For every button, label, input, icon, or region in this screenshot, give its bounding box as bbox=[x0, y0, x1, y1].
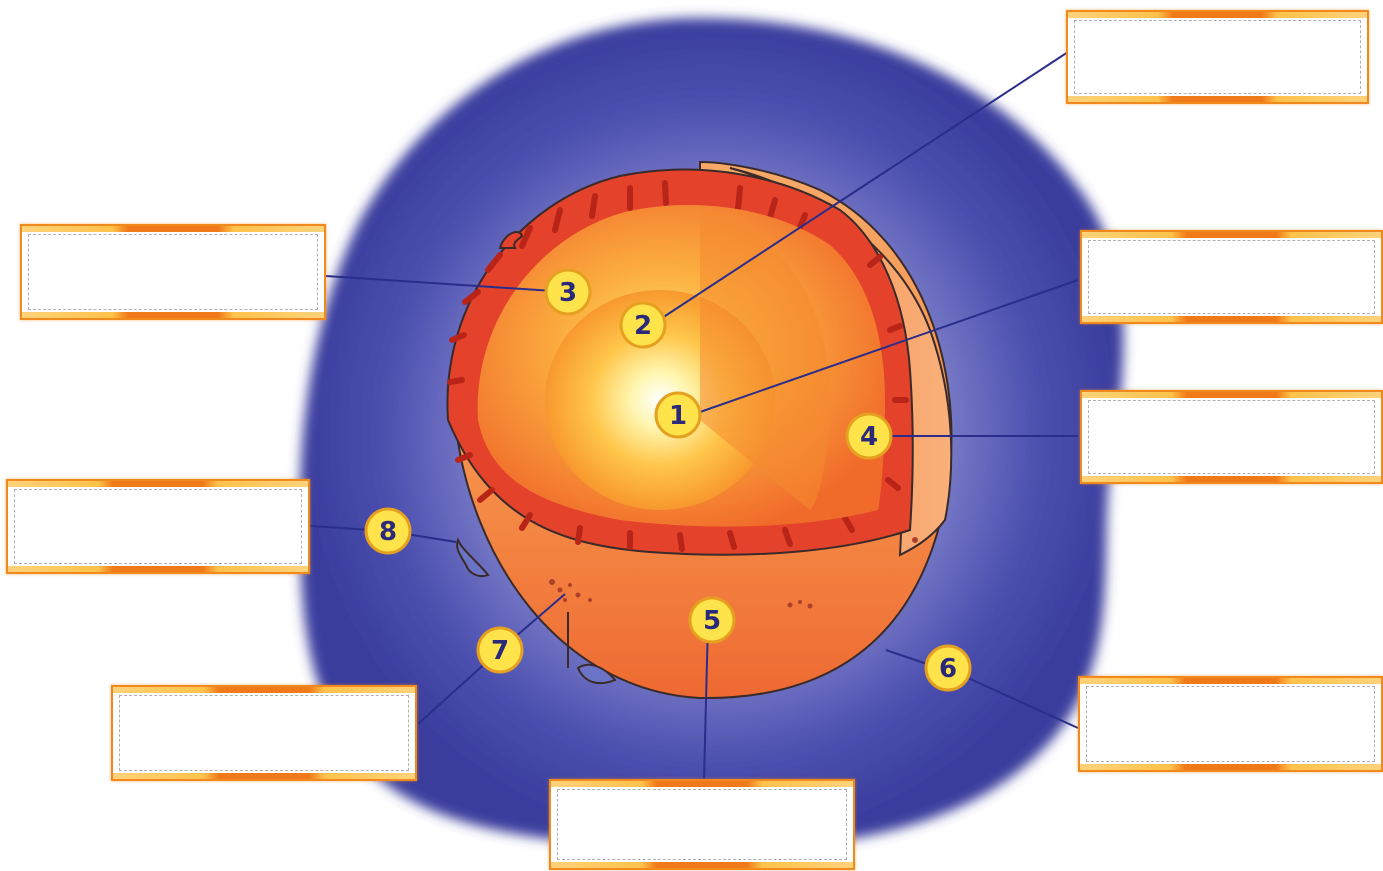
label-box-5-text[interactable] bbox=[557, 789, 847, 860]
marker-2: 2 bbox=[621, 303, 665, 347]
marker-3-label: 3 bbox=[559, 278, 577, 308]
label-box-7[interactable] bbox=[111, 685, 417, 781]
marker-3: 3 bbox=[546, 270, 590, 314]
label-box-8[interactable] bbox=[6, 479, 310, 574]
marker-4-label: 4 bbox=[860, 422, 878, 452]
marker-5-label: 5 bbox=[703, 606, 721, 636]
marker-1: 1 bbox=[656, 393, 700, 437]
marker-6-label: 6 bbox=[939, 654, 957, 684]
marker-4: 4 bbox=[847, 414, 891, 458]
label-box-2[interactable] bbox=[1066, 10, 1369, 104]
label-box-6-text[interactable] bbox=[1086, 686, 1375, 762]
marker-1-label: 1 bbox=[669, 401, 687, 431]
label-box-1[interactable] bbox=[1080, 230, 1383, 324]
marker-7: 7 bbox=[478, 628, 522, 672]
marker-2-label: 2 bbox=[634, 311, 652, 341]
label-box-3-text[interactable] bbox=[28, 234, 318, 310]
label-box-2-text[interactable] bbox=[1074, 20, 1361, 94]
label-box-7-text[interactable] bbox=[119, 695, 409, 771]
marker-8: 8 bbox=[366, 509, 410, 553]
label-box-6[interactable] bbox=[1078, 676, 1383, 772]
marker-6: 6 bbox=[926, 646, 970, 690]
marker-8-label: 8 bbox=[379, 517, 397, 547]
label-box-4-text[interactable] bbox=[1088, 400, 1375, 474]
label-box-5[interactable] bbox=[549, 779, 855, 870]
marker-5: 5 bbox=[690, 598, 734, 642]
label-box-1-text[interactable] bbox=[1088, 240, 1375, 314]
label-box-3[interactable] bbox=[20, 224, 326, 320]
marker-7-label: 7 bbox=[491, 636, 509, 666]
label-box-8-text[interactable] bbox=[14, 489, 302, 564]
label-box-4[interactable] bbox=[1080, 390, 1383, 484]
